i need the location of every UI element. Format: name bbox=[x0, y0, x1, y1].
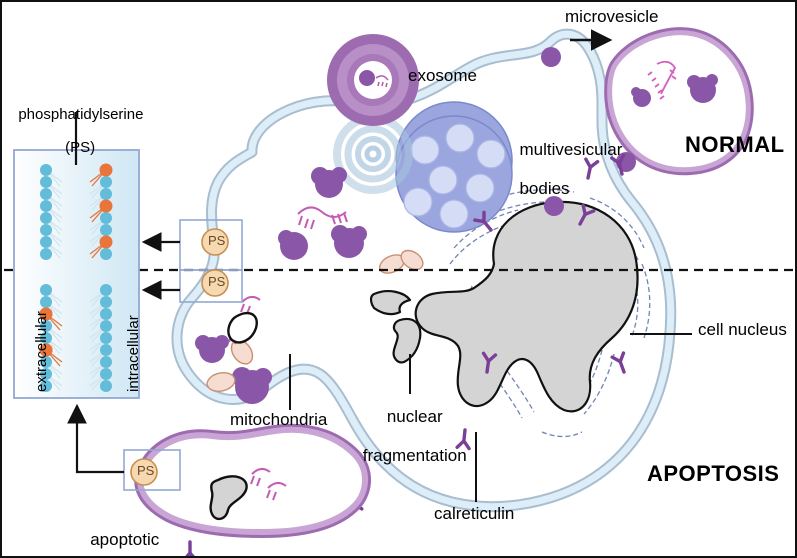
intracellular-label: intracellular bbox=[125, 315, 142, 392]
bilayer-normal bbox=[40, 163, 113, 260]
apoptotic-body-label: apoptotic body bbox=[90, 529, 160, 549]
bilayer-apoptotic bbox=[39, 284, 112, 392]
protein-aggregate bbox=[195, 335, 272, 404]
cell-nucleus-label: cell nucleus bbox=[698, 320, 787, 339]
multivesicular-body bbox=[395, 101, 513, 233]
calreticulin-label: calreticulin bbox=[434, 504, 515, 523]
microvesicle-label: microvesicle bbox=[565, 7, 659, 26]
ps-marker-label-top: PS bbox=[208, 233, 226, 248]
nuclear-fragment bbox=[227, 311, 258, 344]
exosome bbox=[327, 34, 419, 126]
normal-state-label: NORMAL bbox=[685, 132, 785, 157]
rna-strand bbox=[297, 206, 348, 230]
apoptosis-state-label: APOPTOSIS bbox=[647, 461, 780, 486]
nuclear-fragmentation-label: nuclear fragmentation bbox=[362, 406, 467, 465]
apoptotic-body bbox=[134, 423, 372, 538]
budding-vesicle bbox=[541, 47, 636, 216]
microvesicle bbox=[604, 27, 754, 176]
endosome-spiral bbox=[333, 114, 413, 194]
protein-aggregate bbox=[278, 167, 367, 260]
ps-marker-label-bottom: PS bbox=[208, 274, 226, 289]
exosome-label: exosome bbox=[408, 66, 477, 85]
mitochondrion bbox=[379, 249, 424, 274]
extracellular-label: extracellular bbox=[33, 311, 50, 392]
nuclear-fragment bbox=[369, 290, 422, 364]
ps-callout-box-apoptotic-body bbox=[123, 449, 181, 491]
multivesicular-bodies-label: multivesicular bodies bbox=[519, 139, 623, 198]
ps-callout-box-membrane bbox=[179, 219, 243, 303]
cell-membrane bbox=[171, 28, 677, 513]
callout-arrow bbox=[67, 232, 180, 474]
ps-marker-label-apoptotic: PS bbox=[137, 463, 155, 478]
cell-nucleus bbox=[414, 200, 639, 413]
mitochondria-label: mitochondria bbox=[230, 410, 328, 429]
phosphatidylserine-label: phosphatidylserine (PS) bbox=[18, 105, 144, 157]
leader-line bbox=[289, 333, 692, 502]
calreticulin-icon bbox=[185, 153, 626, 556]
membrane-bilayer-inset bbox=[13, 112, 140, 399]
